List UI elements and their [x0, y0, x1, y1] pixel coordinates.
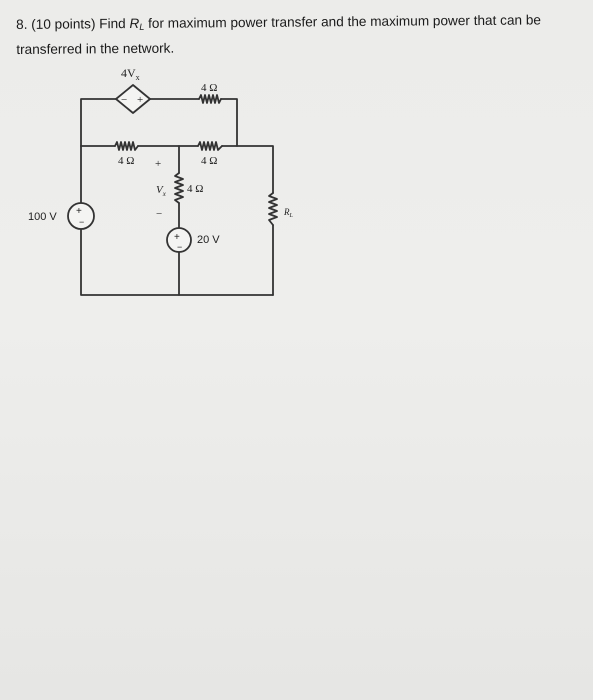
source-100v-circle [67, 202, 95, 230]
left-resistor-label: 4 Ω [118, 155, 134, 167]
top-resistor-label: 4 Ω [201, 82, 217, 94]
dependent-source-minus: − [121, 94, 127, 106]
wire-left-lower [80, 228, 274, 296]
vx-plus-sign: + [155, 158, 161, 170]
dependent-source-label: 4Vx [121, 66, 140, 82]
dependent-source-diamond [115, 84, 151, 114]
load-resistor-label: RL [283, 207, 294, 219]
source-100v-label: 100 V [28, 211, 57, 223]
vx-minus-sign: − [156, 208, 162, 220]
source-20v-circle [166, 227, 192, 253]
resistor-top [198, 94, 222, 104]
resistor-middle [174, 172, 184, 204]
dependent-source-plus: + [137, 94, 143, 106]
source-100v-minus: − [79, 217, 84, 227]
vx-label: Vx [156, 184, 167, 198]
resistor-left [114, 141, 139, 151]
wire-mid-right [221, 145, 274, 194]
resistor-right [197, 141, 223, 151]
middle-resistor-label: 4 Ω [187, 183, 203, 195]
source-20v-minus: − [177, 242, 182, 252]
wire-top-right [220, 98, 238, 147]
source-100v-plus: + [76, 206, 82, 217]
resistor-load [268, 192, 278, 226]
source-20v-label: 20 V [197, 234, 220, 246]
wire-top-left [80, 98, 117, 147]
right-resistor-label: 4 Ω [201, 155, 217, 167]
source-20v-plus: + [174, 232, 180, 243]
